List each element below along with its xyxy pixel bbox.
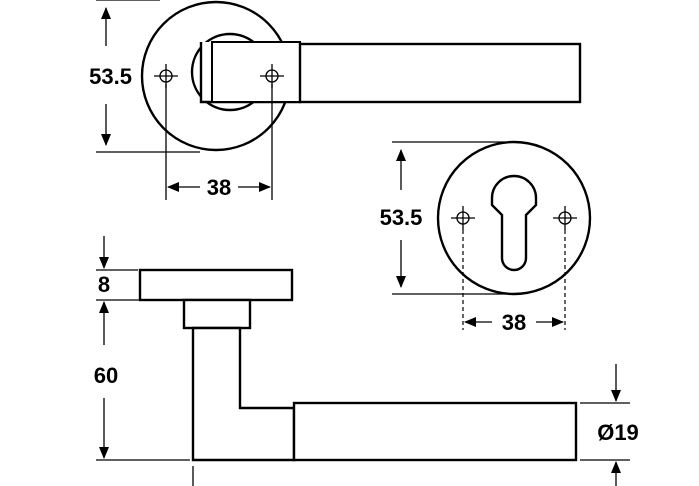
dim-label-rose-height: 53.5: [89, 64, 132, 89]
dim-label-lever-diameter: Ø19: [597, 420, 639, 445]
lever-neck-inner: [211, 41, 301, 103]
escutcheon-view: 53.5 38: [380, 140, 592, 335]
top-rose-view: 53.5 38: [89, 0, 582, 200]
lever-side-neck: [191, 326, 296, 462]
rose-side-profile: [138, 268, 294, 302]
dim-label-escutcheon-height: 53.5: [380, 205, 423, 230]
dim-label-escutcheon-width: 38: [502, 310, 526, 335]
lever-side-arm: [292, 401, 578, 462]
dim-label-handle-projection: 60: [94, 363, 118, 388]
cylinder-keyhole: [490, 174, 538, 272]
lever-arm-top: [298, 42, 582, 104]
dim-label-rose-width: 38: [207, 175, 231, 200]
dim-label-rose-thickness: 8: [98, 272, 110, 297]
side-view: 8 60 Ø19: [94, 236, 639, 486]
rose-spindle-boss: [182, 298, 252, 330]
escutcheon-screw-right: [553, 206, 577, 330]
escutcheon-screw-left: [451, 206, 475, 330]
